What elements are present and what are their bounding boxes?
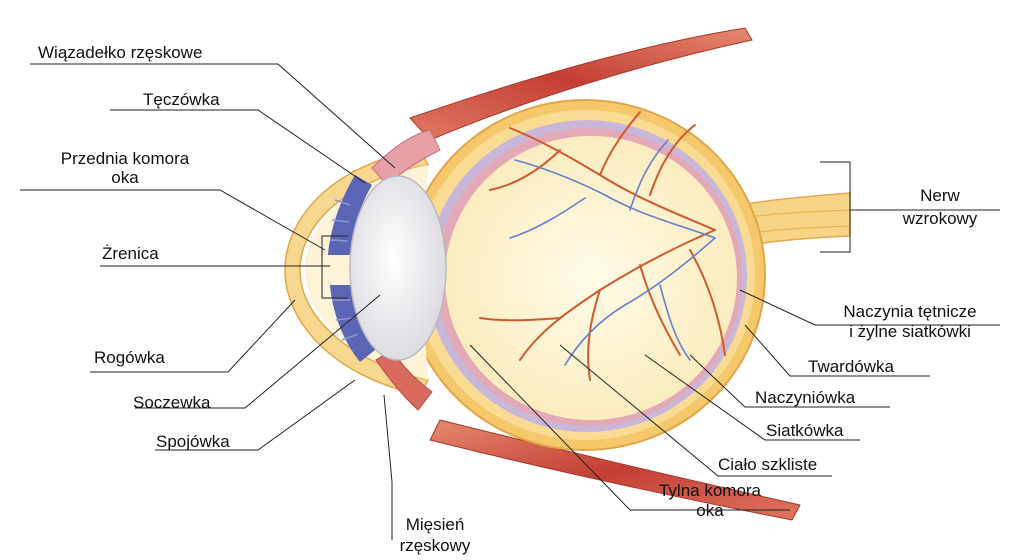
- label-optic-nerve-1: Nerw: [885, 186, 995, 205]
- label-pupil: Żrenica: [102, 244, 159, 263]
- label-anterior-chamber-2: oka: [30, 168, 220, 187]
- label-lens: Soczewka: [133, 393, 210, 412]
- label-cornea: Rogówka: [94, 348, 165, 367]
- label-retina: Siatkówka: [766, 421, 843, 440]
- label-retinal-vessels-1: Naczynia tętnicze: [815, 302, 1005, 321]
- label-posterior-chamber-2: oka: [620, 501, 800, 520]
- label-posterior-chamber-1: Tylna komora: [620, 481, 800, 500]
- label-ciliary-zonule: Wiązadełko rzęskowe: [38, 43, 202, 62]
- vitreous-body: [445, 136, 737, 420]
- label-anterior-chamber-1: Przednia komora: [30, 149, 220, 168]
- label-vitreous-body: Ciało szkliste: [718, 455, 817, 474]
- label-conjunctiva: Spojówka: [156, 432, 230, 451]
- label-sclera: Twardówka: [808, 357, 894, 376]
- label-iris: Tęczówka: [143, 90, 220, 109]
- lens: [350, 176, 446, 360]
- label-ciliary-muscle-2: rzęskowy: [385, 536, 485, 555]
- label-optic-nerve-2: wzrokowy: [875, 209, 1005, 228]
- label-retinal-vessels-2: i żylne siatkówki: [815, 322, 1005, 341]
- label-ciliary-muscle-1: Mięsień: [385, 515, 485, 534]
- label-choroid: Naczyniówka: [755, 388, 855, 407]
